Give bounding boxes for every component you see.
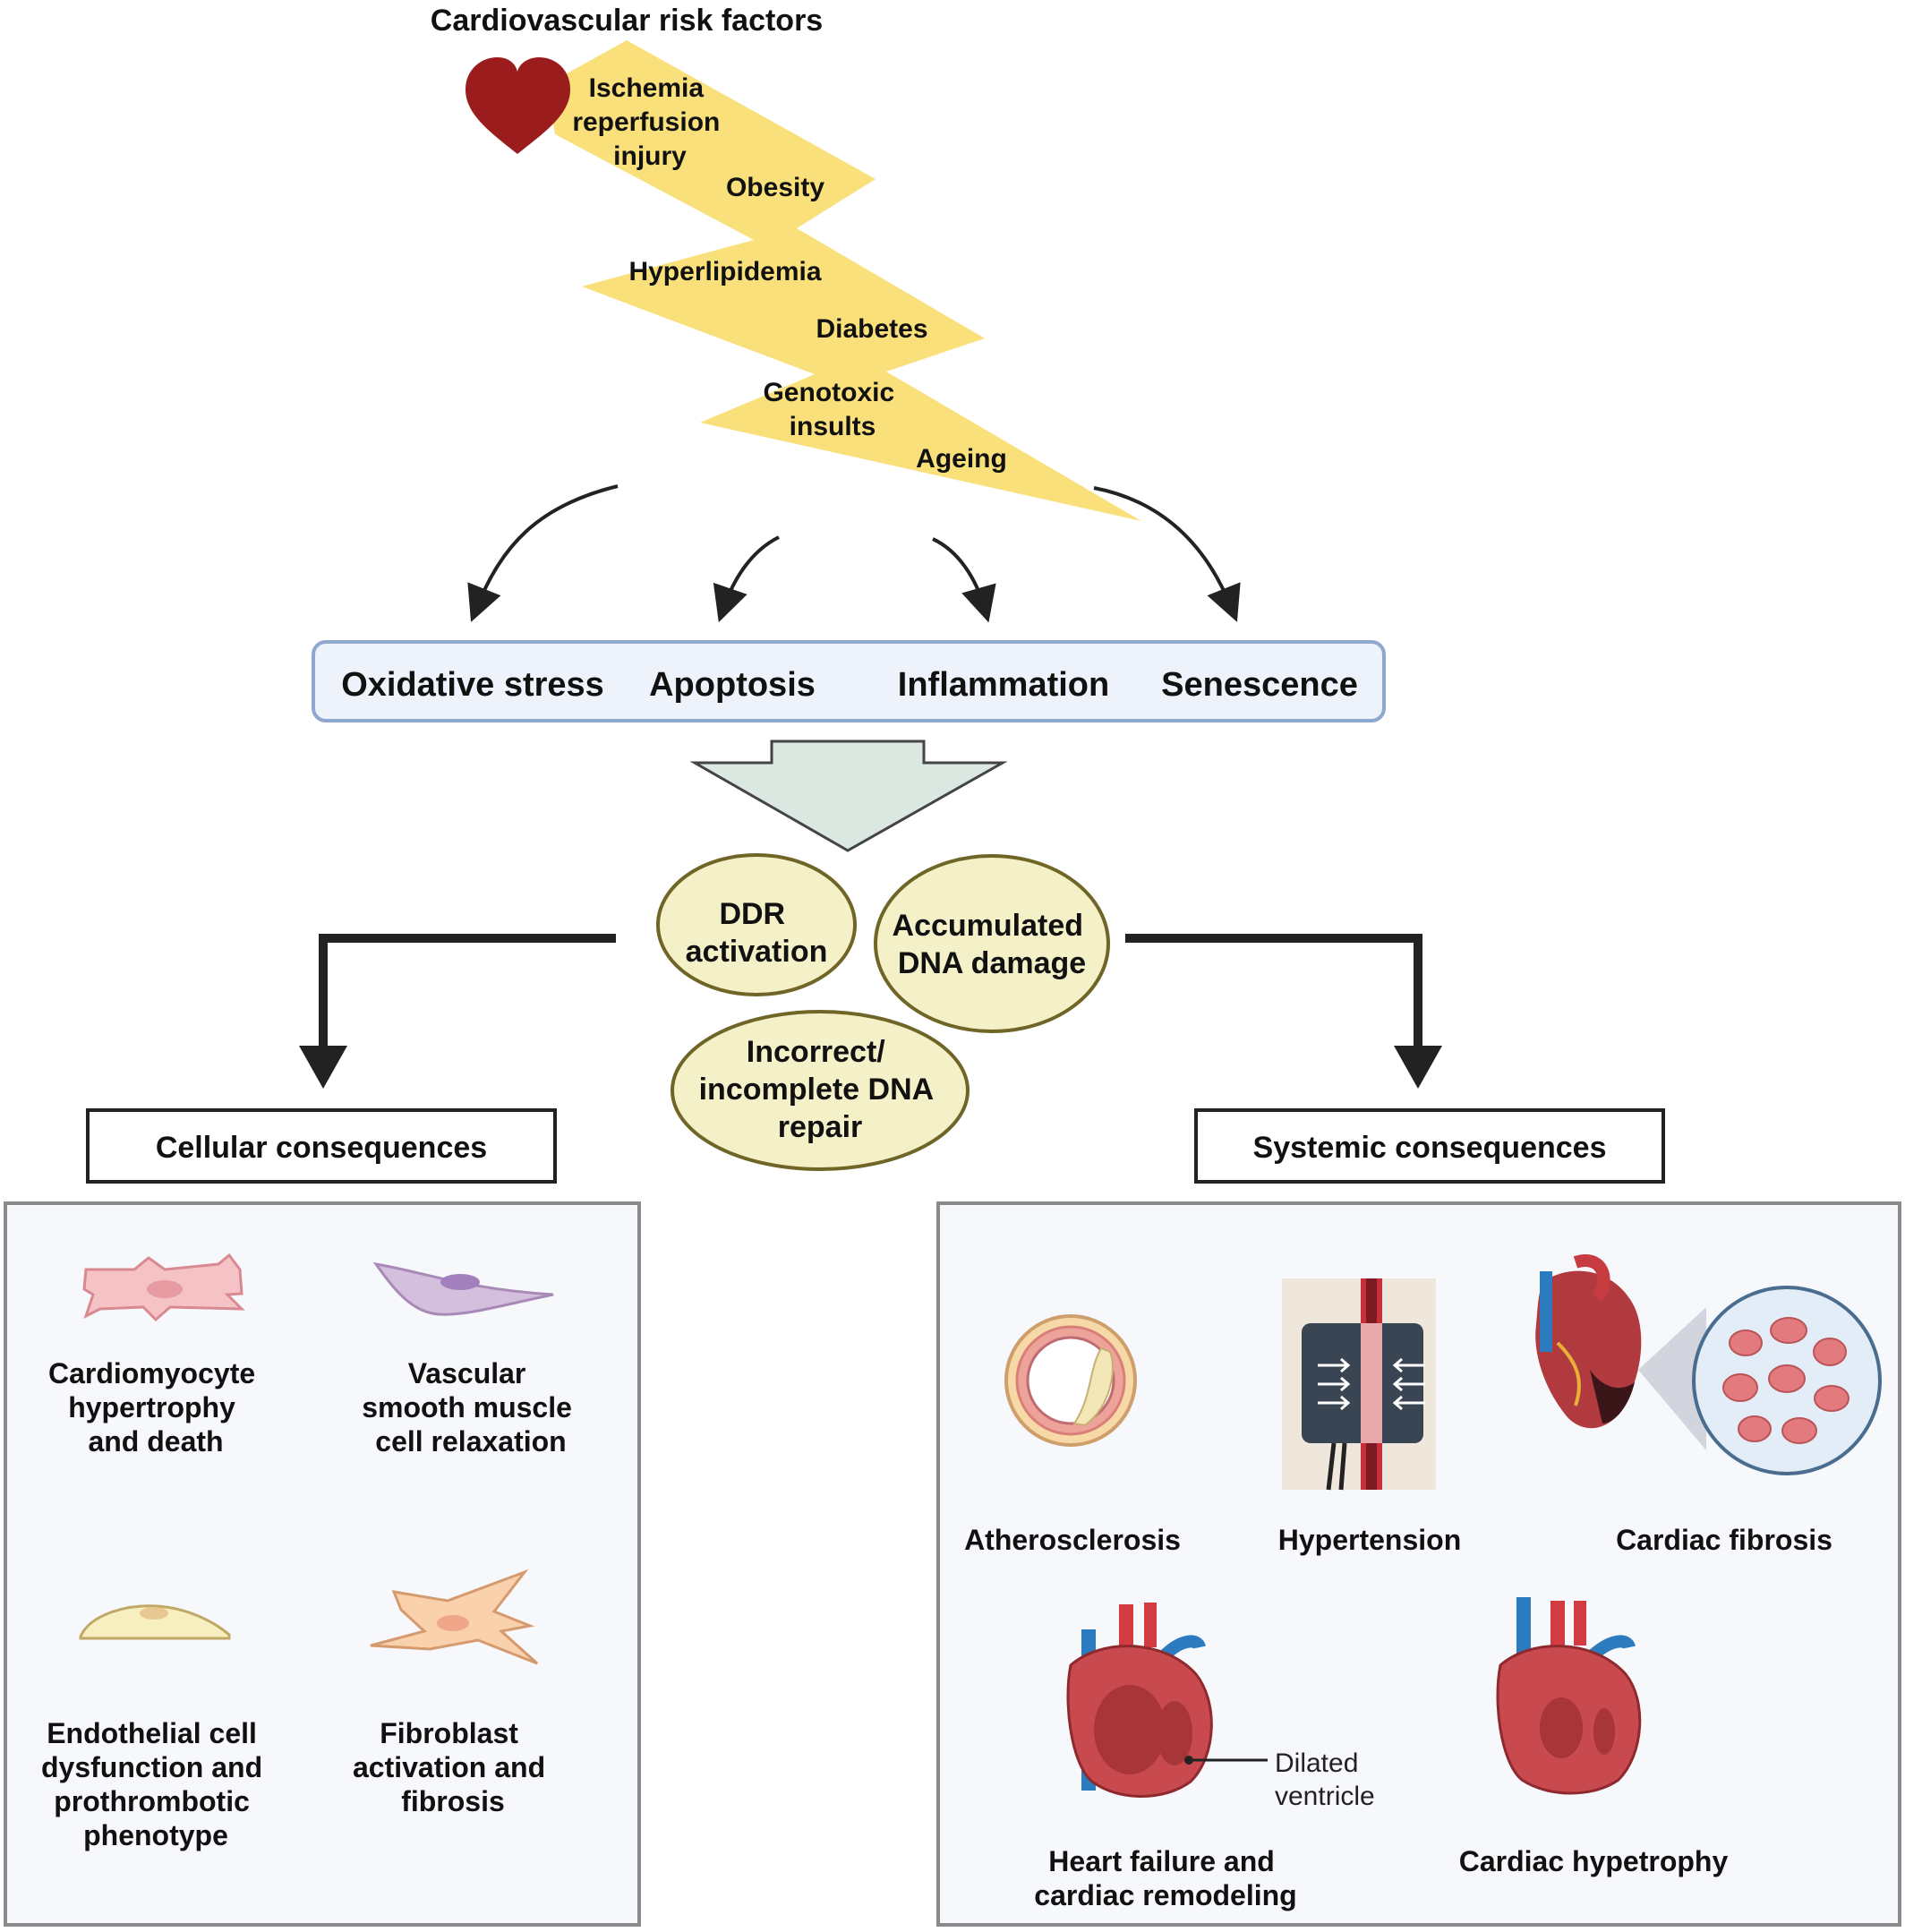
dilated-heart-icon: [1066, 1603, 1268, 1798]
dna-repair-ellipse: [671, 1010, 970, 1171]
smooth-muscle-cell-icon: [372, 1261, 554, 1316]
dilated-ventricle-label: Dilated ventricle: [1275, 1748, 1375, 1811]
risk-factor-ischemia: Ischemia reperfusion injury: [572, 73, 727, 171]
arrow-to-systemic: [1125, 934, 1422, 1056]
systemic-item-label: Atherosclerosis: [964, 1524, 1181, 1556]
diagram-title: Cardiovascular risk factors: [431, 4, 823, 38]
systemic-item-label: Cardiac fibrosis: [1616, 1524, 1832, 1556]
accumulated-damage-ellipse: [874, 854, 1110, 1033]
accumulated-damage-label: Accumulated DNA damage: [893, 909, 1092, 980]
endothelial-cell-icon: [79, 1604, 231, 1640]
big-down-arrow: [689, 739, 1008, 852]
cellular-heading: Cellular consequences: [156, 1131, 487, 1165]
systemic-item-label: Cardiac hypetrophy: [1459, 1845, 1729, 1877]
cellular-item-label: Endothelial cell dysfunction and prothro…: [41, 1717, 270, 1851]
cellular-item-label: Cardiomyocyte hypertrophy and death: [48, 1357, 263, 1458]
cellular-panel: [4, 1201, 641, 1927]
cardiomyocyte-icon: [82, 1252, 245, 1322]
process-senescence: Senescence: [1161, 666, 1358, 704]
arrow-to-oxidative-stress: [467, 484, 619, 622]
arrow-head-systemic: [1394, 1046, 1442, 1089]
dna-repair-label: Incorrect/ incomplete DNA repair: [699, 1035, 942, 1144]
ddr-activation-ellipse: [656, 853, 857, 996]
cellular-item-label: Vascular smooth muscle cell relaxation: [362, 1357, 580, 1458]
ddr-activation-label: DDR activation: [686, 897, 828, 969]
risk-factor-hyperlipidemia: Hyperlipidemia: [628, 257, 821, 286]
lightning-bolt: [546, 40, 1141, 521]
systemic-heading: Systemic consequences: [1253, 1131, 1607, 1165]
process-inflammation: Inflammation: [898, 666, 1109, 704]
process-oxidative-stress: Oxidative stress: [341, 666, 604, 704]
process-apoptosis: Apoptosis: [649, 666, 816, 704]
arrow-to-cellular: [319, 934, 616, 1056]
fibrotic-heart-icon: [1535, 1254, 1882, 1475]
arrow-to-apoptosis: [713, 535, 780, 623]
systemic-heading-box: [1194, 1108, 1665, 1184]
process-box: [312, 640, 1386, 722]
heart-icon: [466, 57, 570, 154]
risk-factor-ageing: Ageing: [916, 444, 1007, 474]
fibroblast-icon: [370, 1569, 539, 1665]
hypertrophic-heart-icon: [1496, 1597, 1642, 1795]
arrow-head-cellular: [299, 1046, 347, 1089]
risk-factor-genotoxic: Genotoxic insults: [763, 378, 901, 441]
risk-factor-obesity: Obesity: [726, 173, 824, 202]
risk-factor-diabetes: Diabetes: [816, 314, 927, 344]
systemic-item-label: Hypertension: [1278, 1524, 1461, 1556]
blood-pressure-cuff-icon: [1282, 1278, 1436, 1491]
cellular-heading-box: [86, 1108, 557, 1184]
arrow-to-inflammation: [932, 537, 996, 623]
systemic-item-label: Heart failure and cardiac remodeling: [1034, 1845, 1296, 1911]
arrow-to-senescence: [1093, 486, 1241, 622]
cellular-item-label: Fibroblast activation and fibrosis: [353, 1717, 553, 1817]
artery-cross-section-icon: [1004, 1314, 1137, 1447]
